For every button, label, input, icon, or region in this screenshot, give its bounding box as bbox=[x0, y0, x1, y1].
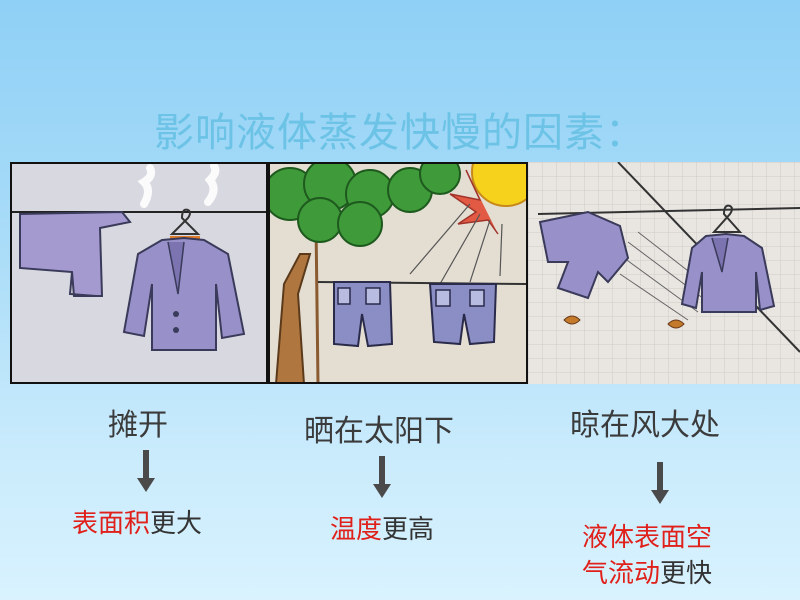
illustration-windy-clothes bbox=[528, 162, 800, 384]
result-wind-text: 更快 bbox=[660, 559, 713, 589]
result-sun-text: 更高 bbox=[382, 515, 435, 545]
result-wind-highlight-line1: 液体表面空 bbox=[582, 523, 713, 553]
caption-spread: 摊开 bbox=[108, 408, 168, 443]
caption-sun: 晒在太阳下 bbox=[304, 414, 454, 449]
result-spread-text: 更大 bbox=[150, 509, 203, 539]
illustration-spread-clothes bbox=[10, 162, 268, 384]
result-wind: 液体表面空 气流动更快 bbox=[582, 520, 712, 592]
result-sun-highlight: 温度 bbox=[330, 515, 383, 545]
page-title: 影响液体蒸发快慢的因素： bbox=[154, 110, 646, 156]
result-spread-highlight: 表面积 bbox=[72, 509, 151, 539]
result-spread: 表面积更大 bbox=[72, 506, 202, 542]
illustration-sun-clothes bbox=[268, 162, 528, 384]
result-wind-highlight-line2: 气流动 bbox=[582, 559, 661, 589]
caption-wind: 晾在风大处 bbox=[570, 408, 720, 443]
result-sun: 温度更高 bbox=[330, 512, 434, 548]
